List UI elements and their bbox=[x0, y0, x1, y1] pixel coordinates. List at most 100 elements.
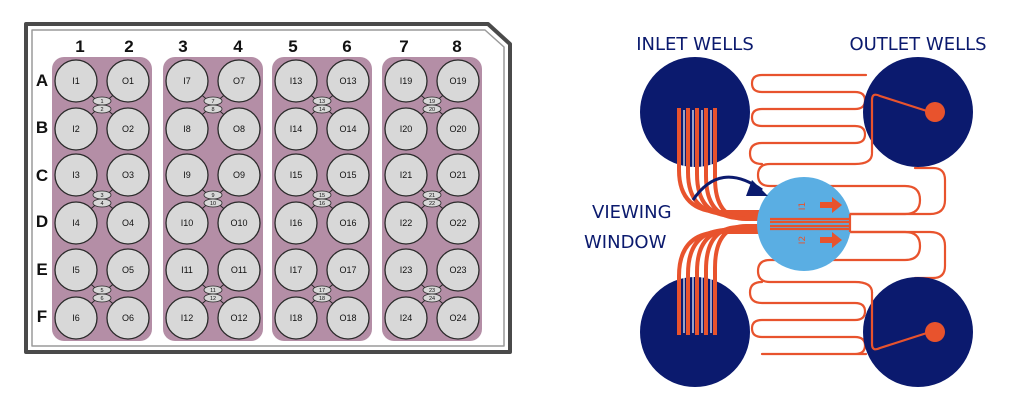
channel-number: 21 bbox=[429, 193, 435, 199]
well-label: I12 bbox=[181, 313, 194, 323]
well bbox=[106, 296, 150, 340]
channel-number: 7 bbox=[211, 99, 214, 105]
well bbox=[384, 59, 428, 103]
channel-number: 16 bbox=[319, 201, 325, 207]
channel-marker bbox=[92, 293, 112, 303]
well-label: I8 bbox=[183, 124, 191, 134]
channel-number: 17 bbox=[319, 288, 325, 294]
well-label: O3 bbox=[122, 170, 134, 180]
well bbox=[217, 153, 261, 197]
column-number: 8 bbox=[452, 37, 461, 56]
microfluidic-chip: INLET WELLS OUTLET WELLS bbox=[584, 34, 987, 387]
well-label: I13 bbox=[290, 76, 303, 86]
well bbox=[326, 296, 370, 340]
well-label: I7 bbox=[183, 76, 191, 86]
well-label: O19 bbox=[449, 76, 466, 86]
channel-marker bbox=[203, 293, 223, 303]
well-label: O24 bbox=[449, 313, 466, 323]
top-loop bbox=[846, 166, 947, 216]
row-letter: C bbox=[36, 166, 48, 185]
well-label: I24 bbox=[400, 313, 413, 323]
flow-arrow-bottom bbox=[820, 232, 842, 248]
well-label: O8 bbox=[233, 124, 245, 134]
well bbox=[165, 296, 209, 340]
well bbox=[274, 153, 318, 197]
channel-number: 23 bbox=[429, 288, 435, 294]
well bbox=[274, 296, 318, 340]
outlet-connector-top bbox=[870, 93, 931, 153]
outlet-well-bottom bbox=[863, 277, 973, 387]
well-label: O12 bbox=[230, 313, 247, 323]
well bbox=[436, 107, 480, 151]
well bbox=[54, 201, 98, 245]
well bbox=[384, 153, 428, 197]
well bbox=[384, 248, 428, 292]
channel-marker bbox=[92, 104, 112, 114]
well-label: I1 bbox=[72, 76, 80, 86]
well-label: O17 bbox=[339, 265, 356, 275]
inlet-bundle-bottom bbox=[677, 224, 770, 335]
well bbox=[326, 248, 370, 292]
channel-marker bbox=[203, 198, 223, 208]
well-label: O11 bbox=[231, 265, 247, 275]
channel-marker bbox=[422, 198, 442, 208]
flow-arrows bbox=[820, 197, 842, 248]
window-label-top: I1 bbox=[798, 202, 808, 210]
well bbox=[106, 248, 150, 292]
channel-number: 1 bbox=[100, 99, 103, 105]
channel-number: 20 bbox=[429, 107, 435, 113]
well bbox=[326, 201, 370, 245]
well-label: O2 bbox=[122, 124, 134, 134]
well-label: O16 bbox=[339, 218, 356, 228]
well-label: O14 bbox=[339, 124, 356, 134]
well bbox=[106, 153, 150, 197]
well bbox=[165, 59, 209, 103]
channel-number: 15 bbox=[319, 193, 325, 199]
channel-number: 18 bbox=[319, 296, 325, 302]
well bbox=[54, 107, 98, 151]
well-label: I15 bbox=[290, 170, 303, 180]
channel-number: 3 bbox=[100, 193, 103, 199]
well-label: I9 bbox=[183, 170, 191, 180]
channel-number: 2 bbox=[100, 107, 103, 113]
well-label: I4 bbox=[72, 218, 80, 228]
channel-number: 10 bbox=[210, 201, 216, 207]
channel-number: 4 bbox=[100, 201, 103, 207]
outlet-wells-label: OUTLET WELLS bbox=[849, 34, 986, 55]
column-number: 1 bbox=[75, 37, 84, 56]
well bbox=[326, 107, 370, 151]
column-number: 7 bbox=[399, 37, 408, 56]
well bbox=[165, 248, 209, 292]
column-number: 2 bbox=[124, 37, 133, 56]
channel-marker bbox=[312, 104, 332, 114]
viewing-label-line1: VIEWING bbox=[592, 202, 672, 223]
well-label: I3 bbox=[72, 170, 80, 180]
well-label: O21 bbox=[449, 170, 466, 180]
outlet-well-top bbox=[863, 57, 973, 167]
well-label: O13 bbox=[339, 76, 356, 86]
well-label: I19 bbox=[400, 76, 413, 86]
row-letter: A bbox=[36, 71, 48, 90]
window-label-bottom: I2 bbox=[798, 236, 808, 244]
well bbox=[217, 201, 261, 245]
well bbox=[165, 107, 209, 151]
channel-number: 22 bbox=[429, 201, 435, 207]
well-label: O9 bbox=[233, 170, 245, 180]
well bbox=[436, 296, 480, 340]
well-label: I11 bbox=[181, 265, 193, 275]
well bbox=[217, 107, 261, 151]
inlet-wells-label: INLET WELLS bbox=[636, 34, 754, 55]
well-label: I16 bbox=[290, 218, 303, 228]
well bbox=[384, 296, 428, 340]
